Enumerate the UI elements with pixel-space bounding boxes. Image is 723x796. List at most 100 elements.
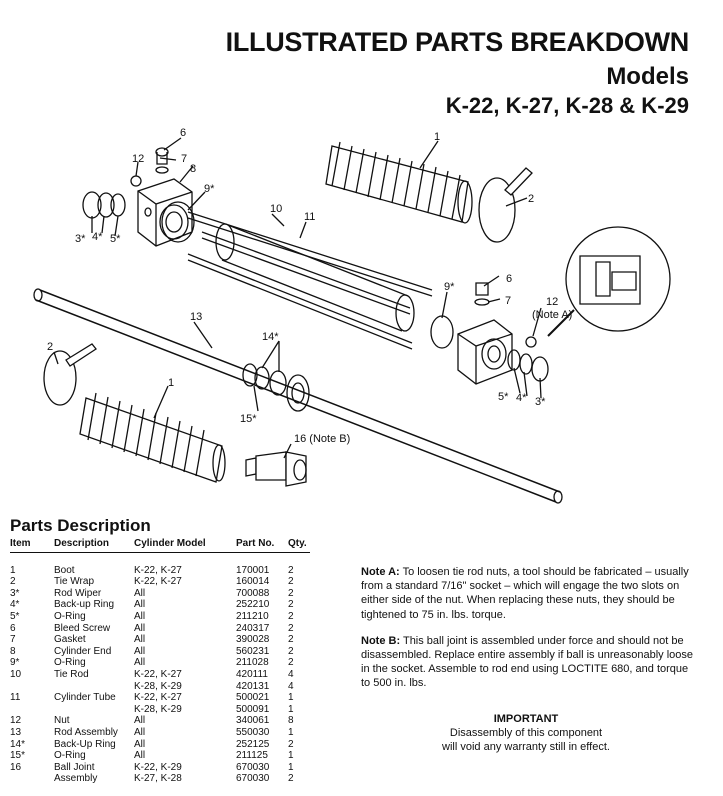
cell-item: 7 [10, 634, 16, 646]
note-b: Note B: This ball joint is assembled und… [361, 634, 696, 691]
callout-12-note: (Note A) [532, 309, 572, 321]
cell-description: O-Ring [54, 657, 86, 669]
cell-qty: 1 [288, 750, 294, 762]
cell-model: All [134, 634, 146, 646]
cell-part: 420111 [236, 668, 268, 680]
header-description: Description [54, 538, 134, 553]
callout-8: 8 [190, 163, 196, 175]
callout-2-bottom: 2 [47, 341, 53, 353]
callout-6-right: 6 [506, 273, 512, 285]
cell-item: 3* [10, 587, 20, 599]
callout-14: 14* [262, 331, 279, 343]
tie-wrap-top [478, 167, 533, 243]
cell-description: Rod Assembly [54, 726, 118, 738]
cylinder-end-right [457, 319, 513, 385]
callout-1-top: 1 [434, 131, 440, 143]
cylinder-end-left [137, 178, 193, 247]
callout-9-left: 9* [204, 183, 215, 195]
cell-qty: 2 [288, 634, 294, 646]
callout-6-left: 6 [180, 127, 186, 139]
cell-item: 9* [10, 657, 20, 669]
note-a-text: To loosen tie rod nuts, a tool should be… [361, 566, 689, 621]
cell-model: All [134, 610, 146, 622]
cell-part: 252125 [236, 738, 270, 750]
cell-qty: 1 [288, 726, 294, 738]
header-cylinder-model: Cylinder Model [134, 538, 236, 553]
callout-15: 15* [240, 413, 257, 425]
header-part-no: Part No. [236, 538, 288, 553]
cell-qty: 1 [288, 703, 294, 715]
cell-description: Assembly [54, 773, 98, 785]
cell-part: 500021 [236, 692, 270, 704]
cell-item: 13 [10, 726, 22, 738]
note-a-label: Note A: [361, 566, 400, 578]
cell-part: 670030 [236, 761, 270, 773]
cell-item: 5* [10, 610, 20, 622]
callout-10: 10 [270, 203, 282, 215]
cell-model: K-22, K-29 [134, 761, 182, 773]
cell-description: Cylinder Tube [54, 692, 116, 704]
cell-model: K-22, K-27 [134, 692, 182, 704]
cell-model: All [134, 738, 146, 750]
cell-description: Bleed Screw [54, 622, 111, 634]
cell-qty: 4 [288, 680, 294, 692]
cell-description: O-Ring [54, 750, 86, 762]
cell-part: 211210 [236, 610, 269, 622]
cell-model: K-27, K-28 [134, 773, 182, 785]
models-list: K-22, K-27, K-28 & K-29 [445, 93, 689, 118]
cell-part: 500091 [236, 703, 270, 715]
cell-model: All [134, 587, 146, 599]
callout-1-bottom: 1 [168, 377, 174, 389]
cell-model: All [134, 715, 146, 727]
cell-part: 700088 [236, 587, 270, 599]
cell-model: All [134, 645, 146, 657]
callout-3-right: 3* [535, 396, 546, 408]
cell-part: 252210 [236, 599, 270, 611]
notes-section: Note A: To loosen tie rod nuts, a tool s… [361, 565, 696, 703]
important-line-1: Disassembly of this component [449, 727, 603, 739]
note-b-label: Note B: [361, 634, 401, 647]
cell-item: 4* [10, 599, 20, 611]
cell-qty: 2 [288, 610, 294, 622]
cell-description: Tie Wrap [54, 576, 95, 588]
cell-item: 15* [10, 750, 26, 762]
cell-qty: 2 [288, 587, 294, 599]
callout-12-right: 12 [546, 296, 558, 308]
callout-5-left: 5* [110, 233, 121, 245]
cell-description: Rod Wiper [54, 587, 102, 599]
cell-model: K-22, K-27 [134, 576, 182, 588]
cell-model: K-22, K-27 [134, 668, 182, 680]
cell-item: 14* [10, 738, 26, 750]
page-header: ILLUSTRATED PARTS BREAKDOWN Models K-22,… [226, 26, 690, 120]
rod-assembly [33, 288, 563, 504]
cell-item: 11 [10, 692, 21, 704]
models-label: Models [606, 63, 689, 90]
cell-qty: 2 [288, 599, 294, 611]
cell-part: 420131 [236, 680, 270, 692]
callout-7-left: 7 [181, 153, 187, 165]
cell-item: 16 [10, 761, 22, 773]
note-a: Note A: To loosen tie rod nuts, a tool s… [361, 565, 696, 622]
cell-item: 2 [10, 576, 16, 588]
cell-item [10, 773, 54, 785]
cell-qty: 1 [288, 692, 294, 704]
cell-item: 1 [10, 564, 16, 576]
callout-3-left: 3* [75, 233, 86, 245]
cell-description: Cylinder End [54, 645, 112, 657]
callout-4-left: 4* [92, 231, 103, 243]
cell-part: 390028 [236, 634, 270, 646]
cell-model: K-22, K-27 [134, 564, 182, 576]
cell-qty: 4 [288, 668, 294, 680]
cell-item: 6 [10, 622, 16, 634]
ball-joint [245, 451, 307, 487]
cell-model: All [134, 622, 146, 634]
